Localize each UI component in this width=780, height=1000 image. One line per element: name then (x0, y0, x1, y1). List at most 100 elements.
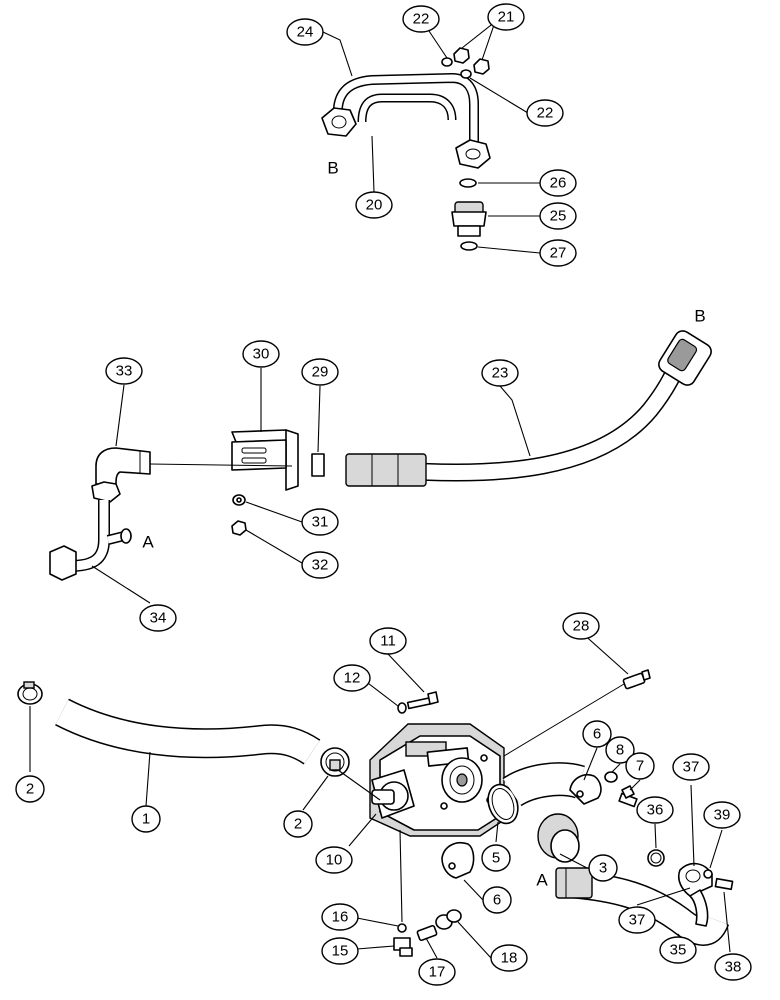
callout-18: 18 (490, 944, 528, 972)
callout-28: 28 (562, 612, 600, 640)
svg-text:22: 22 (413, 11, 430, 28)
callout-24: 24 (286, 18, 324, 46)
callout-11: 11 (369, 627, 407, 655)
svg-text:11: 11 (380, 633, 396, 650)
ref-letter-a-pump: A (536, 871, 548, 890)
callout-26: 26 (539, 169, 577, 197)
callout-34: 34 (139, 604, 177, 632)
nut-29 (311, 453, 325, 477)
svg-text:6: 6 (593, 726, 601, 743)
fitting-28 (622, 669, 651, 690)
callout-3: 3 (588, 854, 618, 882)
fittings-15-16-17-18 (393, 909, 462, 957)
tube-3 (502, 762, 585, 863)
hose-23 (345, 330, 712, 487)
callout-29: 29 (301, 358, 339, 386)
callout-36: 36 (636, 796, 674, 824)
svg-text:29: 29 (312, 364, 329, 381)
washer-31-nut-32 (231, 494, 247, 536)
svg-text:25: 25 (550, 208, 567, 225)
svg-text:7: 7 (636, 758, 644, 775)
callout-2-left: 2 (15, 775, 45, 803)
callout-16: 16 (321, 903, 359, 931)
svg-text:16: 16 (332, 909, 349, 926)
svg-text:32: 32 (312, 557, 329, 574)
clamp-2 (17, 681, 350, 777)
callout-23: 23 (481, 359, 519, 387)
svg-text:33: 33 (116, 363, 133, 380)
svg-text:18: 18 (501, 950, 518, 967)
svg-text:3: 3 (599, 860, 607, 877)
reference-letters: B B A A (142, 159, 705, 890)
fitting-25-26-27 (451, 178, 487, 251)
callout-20: 20 (355, 191, 393, 219)
callout-31: 31 (301, 508, 339, 536)
callout-7: 7 (625, 752, 655, 780)
callout-32: 32 (301, 551, 339, 579)
callout-39: 39 (703, 801, 741, 829)
svg-text:28: 28 (573, 618, 590, 635)
svg-text:2: 2 (294, 816, 302, 833)
svg-text:8: 8 (616, 742, 624, 759)
elbow-fitting-33 (91, 447, 151, 503)
svg-text:37: 37 (683, 759, 700, 776)
callout-37-lower: 37 (618, 906, 656, 934)
callout-38: 38 (714, 953, 752, 981)
bracket-30 (231, 429, 299, 491)
callout-37-upper: 37 (672, 753, 710, 781)
hose-35 (555, 867, 730, 946)
callout-group: 24 22 21 22 20 26 25 27 30 33 29 23 31 3… (15, 3, 752, 986)
svg-text:39: 39 (714, 807, 731, 824)
svg-text:17: 17 (429, 964, 446, 981)
svg-text:34: 34 (150, 610, 167, 627)
callout-12: 12 (333, 664, 371, 692)
callout-35: 35 (659, 936, 697, 964)
leader-line-28 (503, 683, 625, 757)
callout-25: 25 (539, 202, 577, 230)
oring-5 (487, 783, 519, 825)
callout-6-lower: 6 (482, 886, 512, 914)
callout-17: 17 (418, 958, 456, 986)
callout-22-top: 22 (402, 5, 440, 33)
svg-text:20: 20 (366, 197, 383, 214)
ref-letter-b-top: B (327, 159, 338, 178)
svg-text:36: 36 (647, 802, 664, 819)
svg-text:12: 12 (344, 670, 361, 687)
bolt-38-washer-39 (703, 869, 734, 891)
callout-30: 30 (242, 340, 280, 368)
callout-6-upper: 6 (582, 720, 612, 748)
callout-27: 27 (539, 239, 577, 267)
callout-10: 10 (315, 846, 353, 874)
ref-letter-b-hose: B (694, 307, 705, 326)
svg-text:24: 24 (297, 24, 314, 41)
svg-text:21: 21 (498, 9, 515, 26)
flange-6 (441, 774, 602, 879)
svg-text:5: 5 (492, 850, 500, 867)
tube-34 (49, 500, 132, 581)
ref-letter-a-tube: A (142, 533, 154, 552)
svg-text:2: 2 (26, 781, 34, 798)
callout-15: 15 (321, 937, 359, 965)
svg-text:31: 31 (312, 514, 329, 531)
hose-1 (55, 698, 321, 765)
pump-10 (369, 723, 505, 837)
svg-text:37: 37 (629, 912, 646, 929)
callout-21: 21 (487, 3, 525, 31)
svg-text:38: 38 (725, 959, 742, 976)
svg-text:6: 6 (493, 892, 501, 909)
callout-8: 8 (605, 736, 635, 764)
svg-text:1: 1 (142, 811, 150, 828)
bolt-11-washer-12 (397, 691, 439, 714)
callout-22-lower: 22 (526, 99, 564, 127)
tube-assembly-24 (321, 73, 491, 169)
svg-text:30: 30 (253, 346, 270, 363)
svg-text:35: 35 (670, 942, 687, 959)
svg-text:27: 27 (550, 245, 567, 262)
svg-text:10: 10 (326, 852, 343, 869)
fitting-37-36 (647, 849, 713, 927)
callout-33: 33 (105, 357, 143, 385)
callout-5: 5 (481, 844, 511, 872)
callout-1: 1 (131, 805, 161, 833)
callout-2-right: 2 (283, 810, 313, 838)
